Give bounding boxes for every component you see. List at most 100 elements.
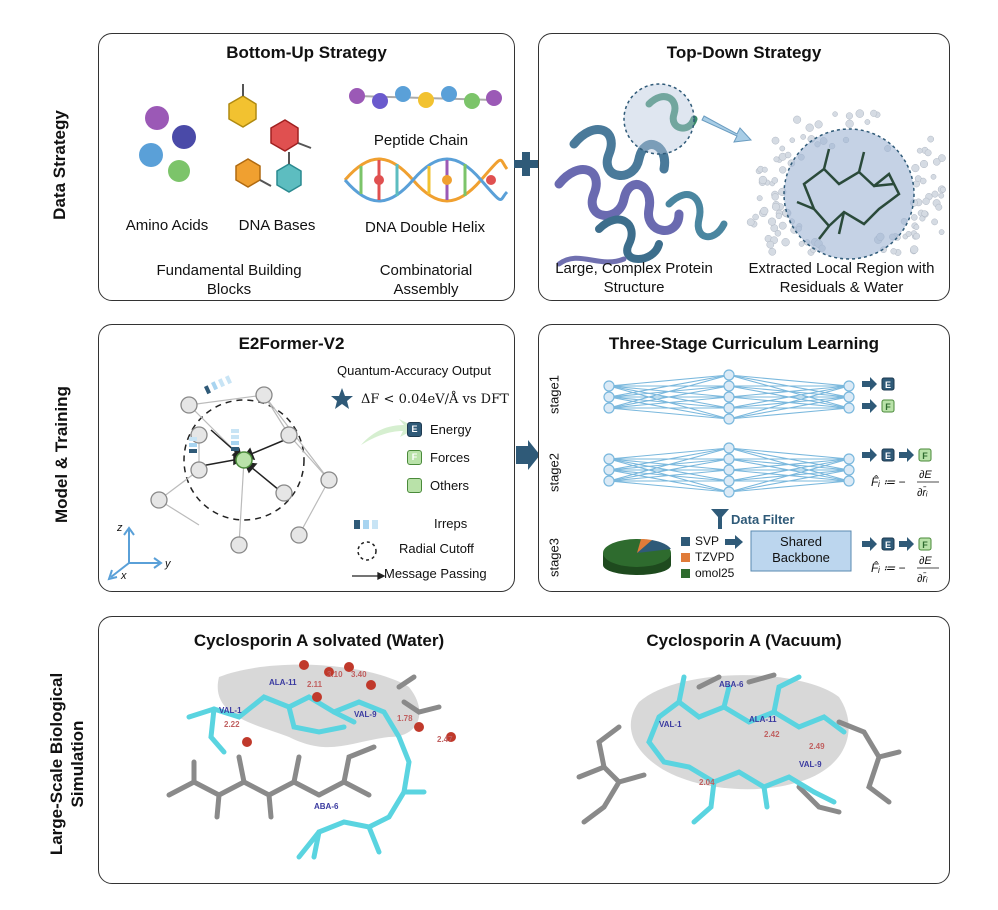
stage1-arrow-icon xyxy=(862,377,877,391)
cyan-sticks-right xyxy=(646,674,847,825)
network-edge xyxy=(728,396,850,420)
network-edge xyxy=(608,469,730,482)
distance-label: 2.47 xyxy=(437,735,453,744)
simulation-panel: Cyclosporin A solvated (Water) Cyclospor… xyxy=(98,616,950,884)
amino-acid-sphere xyxy=(172,125,196,149)
water-molecule xyxy=(905,230,912,237)
legend-message-label: Message Passing xyxy=(384,566,487,581)
water-molecule xyxy=(779,145,786,152)
dataset-swatch xyxy=(681,552,690,562)
water-molecule xyxy=(800,134,807,140)
water-molecule xyxy=(870,109,878,117)
arrow-icon xyxy=(701,115,753,143)
water-molecule xyxy=(793,115,802,124)
dna-helix xyxy=(343,157,509,203)
water-molecule xyxy=(766,240,775,249)
network-edge xyxy=(728,385,850,398)
amino-acid-sphere xyxy=(145,106,169,130)
water-molecule xyxy=(890,248,897,255)
network-node xyxy=(723,369,735,381)
dataset-label: TZVPD xyxy=(695,550,735,564)
extract-line1: Extracted Local Region with xyxy=(748,260,935,277)
graph-edges xyxy=(158,394,330,546)
soft-arrow-icon xyxy=(361,419,417,445)
forces-badge-icon xyxy=(918,537,932,551)
distance-label: 2.22 xyxy=(224,720,240,729)
residue-label: ALA-11 xyxy=(749,715,777,724)
water-molecule xyxy=(921,210,928,217)
axis-x-label: x xyxy=(120,570,127,582)
dataset-item: TZVPD xyxy=(681,549,734,565)
row-label-simulation: Large-Scale Biological Simulation xyxy=(46,664,88,864)
protein-line1: Large, Complex Protein xyxy=(555,260,713,277)
network-node xyxy=(723,402,735,414)
water-molecule xyxy=(919,159,929,169)
residue-label: VAL-9 xyxy=(799,760,822,769)
water-molecule xyxy=(910,245,919,254)
distance-label: 3.10 xyxy=(327,670,343,679)
fundamental-line2: Blocks xyxy=(206,281,252,298)
water-molecule xyxy=(746,218,755,227)
forces-badge-icon-letter: F xyxy=(922,451,928,461)
dataset-swatch xyxy=(681,536,690,546)
water-molecule xyxy=(760,206,769,215)
dna-base-ring xyxy=(276,163,302,193)
svg-text:∂E: ∂E xyxy=(919,469,932,481)
peptide-chain-label: Peptide Chain xyxy=(373,132,469,149)
output-badge-icon: E xyxy=(407,421,422,437)
forces-badge-icon-letter: F xyxy=(885,402,891,412)
distance-label: 1.78 xyxy=(397,714,413,723)
network-edge xyxy=(608,407,730,420)
backbone-label: Shared Backbone xyxy=(751,534,851,566)
graph-nodes xyxy=(150,386,338,554)
dna-base-ring xyxy=(270,119,299,152)
svg-text:∂r̄ᵢ: ∂r̄ᵢ xyxy=(917,572,928,585)
selection-circle xyxy=(623,83,695,155)
legend-arrow-icon xyxy=(352,571,386,581)
network-edge xyxy=(728,385,850,409)
network-edge xyxy=(728,447,850,460)
bottom-up-panel: Bottom-Up Strategy xyxy=(98,33,515,301)
forces-badge-icon-letter: F xyxy=(922,540,928,550)
water-molecule xyxy=(932,158,941,166)
row-label-simulation-line1: Large-Scale Biological xyxy=(47,672,66,856)
fundamental-label: Fundamental Building Blocks xyxy=(139,261,319,299)
stage2-arrow-icon xyxy=(899,448,914,462)
residue-label: ABA-6 xyxy=(314,802,339,811)
formula-stage3: F̂ᵢ ≔ − ∂E ∂r̄ᵢ xyxy=(871,555,939,585)
sim-right-title: Cyclosporin A (Vacuum) xyxy=(646,631,842,650)
output-badge-icon: F xyxy=(407,449,422,465)
dataset-label: SVP xyxy=(695,534,720,548)
network-node xyxy=(843,464,855,476)
network-edge xyxy=(728,458,850,493)
combinatorial-line2: Assembly xyxy=(393,281,459,298)
water-molecule xyxy=(752,213,759,221)
water-molecule xyxy=(938,192,945,199)
svg-text:F̂ᵢ ≔ −: F̂ᵢ ≔ − xyxy=(871,474,906,489)
water-molecule xyxy=(805,123,814,132)
fundamental-line1: Fundamental Building xyxy=(156,262,302,279)
network-node xyxy=(603,464,615,476)
network-edge xyxy=(608,447,730,460)
network-node xyxy=(843,402,855,414)
network-node xyxy=(843,391,855,403)
dataset-item: omol25 xyxy=(681,565,734,581)
output-title: Quantum-Accuracy Output xyxy=(337,363,491,378)
dna-bases-label: DNA Bases xyxy=(238,217,316,234)
network-node xyxy=(723,453,735,465)
irreps-marker xyxy=(204,375,233,395)
network-edge xyxy=(728,407,850,420)
top-down-title: Top-Down Strategy xyxy=(666,43,822,62)
backbone-line2: Backbone xyxy=(772,550,830,565)
solvent-surface-left xyxy=(217,664,420,748)
water-molecule xyxy=(758,175,768,185)
dataset-pie-chart xyxy=(603,539,671,575)
protein-label: Large, Complex Protein Structure xyxy=(544,259,724,297)
water-molecule xyxy=(778,221,787,230)
network-node xyxy=(723,475,735,487)
formula-stage2: F̂ᵢ ≔ − ∂E ∂r̄ᵢ xyxy=(871,469,939,499)
network-node xyxy=(603,391,615,403)
row-label-model-training: Model & Training xyxy=(52,386,71,523)
row-label-data-strategy: Data Strategy xyxy=(50,110,69,220)
